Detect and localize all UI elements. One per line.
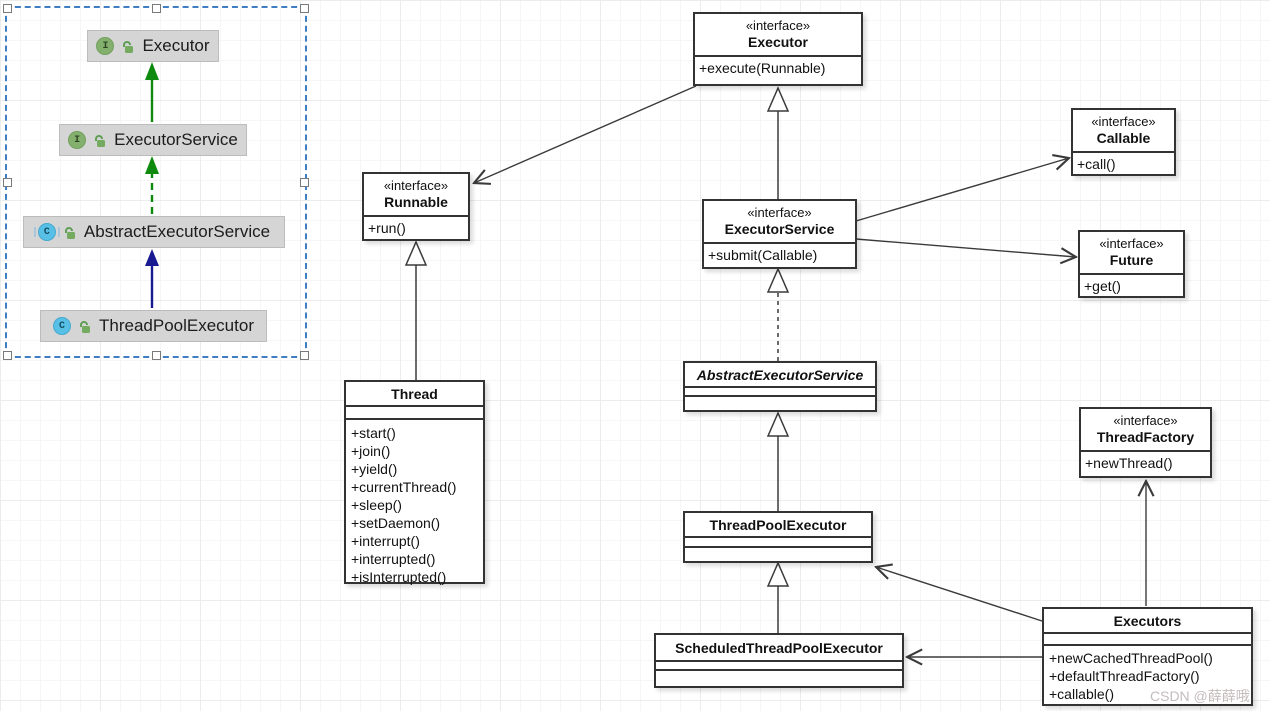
selection-handle[interactable] bbox=[3, 4, 12, 13]
interface-icon: I bbox=[96, 37, 115, 55]
edge-executors-to-threadpoolexecutor bbox=[876, 567, 1043, 622]
stereotype: «interface» bbox=[383, 178, 449, 193]
class-name: Thread bbox=[391, 386, 438, 402]
empty-compartment bbox=[685, 386, 875, 395]
ide-node-label: ExecutorService bbox=[114, 130, 238, 149]
uml-class-threadpoolexecutor[interactable]: ThreadPoolExecutor bbox=[683, 511, 873, 563]
uml-class-scheduledthreadpoolexecutor[interactable]: ScheduledThreadPoolExecutor bbox=[654, 633, 904, 688]
edge-executorservice-to-future bbox=[855, 238, 1076, 257]
uml-class-future[interactable]: «interface» Future +get() bbox=[1078, 230, 1185, 298]
method: +defaultThreadFactory() bbox=[1049, 668, 1200, 684]
empty-compartment bbox=[656, 669, 902, 678]
stereotype: «interface» bbox=[747, 205, 812, 220]
selection-handle[interactable] bbox=[152, 351, 161, 360]
method: +join() bbox=[351, 443, 391, 459]
method: +start() bbox=[351, 425, 396, 441]
empty-compartment bbox=[346, 405, 483, 418]
selection-handle[interactable] bbox=[152, 4, 161, 13]
ide-node-executor[interactable]: I Executor bbox=[87, 30, 219, 62]
uml-class-thread[interactable]: Thread +start() +join() +yield() +curren… bbox=[344, 380, 485, 585]
lock-icon bbox=[121, 39, 135, 53]
empty-compartment bbox=[685, 546, 871, 556]
uml-class-threadfactory[interactable]: «interface» ThreadFactory +newThread() bbox=[1079, 407, 1212, 478]
ide-node-label: AbstractExecutorService bbox=[83, 222, 271, 241]
selection-handle[interactable] bbox=[300, 4, 309, 13]
method: +submit(Callable) bbox=[704, 241, 855, 267]
uml-class-runnable[interactable]: «interface» Runnable +run() bbox=[362, 172, 470, 241]
class-name: ExecutorService bbox=[724, 221, 835, 238]
class-name: Callable bbox=[1096, 130, 1151, 147]
method: +interrupt() bbox=[351, 533, 420, 549]
method: +call() bbox=[1073, 150, 1174, 176]
lock-icon bbox=[78, 319, 92, 333]
lock-icon bbox=[63, 225, 77, 239]
uml-class-executorservice[interactable]: «interface» ExecutorService +submit(Call… bbox=[702, 199, 857, 269]
class-name: Runnable bbox=[384, 194, 448, 211]
edge-thread-to-runnable bbox=[404, 240, 428, 380]
stereotype: «interface» bbox=[1099, 236, 1164, 251]
edge-executorservice-to-callable bbox=[855, 158, 1069, 222]
method: +callable() bbox=[1049, 686, 1114, 702]
methods-compartment: +newCachedThreadPool() +defaultThreadFac… bbox=[1044, 644, 1251, 707]
class-name: Executor bbox=[748, 34, 808, 51]
method: +yield() bbox=[351, 461, 398, 477]
edge-executorservice-to-executor bbox=[766, 86, 790, 199]
selection-handle[interactable] bbox=[3, 178, 12, 187]
empty-compartment bbox=[685, 395, 875, 404]
uml-class-executors[interactable]: Executors +newCachedThreadPool() +defaul… bbox=[1042, 607, 1253, 706]
method: +sleep() bbox=[351, 497, 402, 513]
class-name: Executors bbox=[1113, 613, 1182, 629]
stereotype: «interface» bbox=[1113, 413, 1178, 428]
selection-rect[interactable] bbox=[3, 4, 309, 360]
empty-compartment bbox=[1044, 632, 1251, 644]
uml-class-abstractexecutorservice[interactable]: AbstractExecutorService bbox=[683, 361, 877, 412]
method: +execute(Runnable) bbox=[695, 54, 861, 80]
method: +newThread() bbox=[1081, 449, 1210, 475]
ide-node-label: ThreadPoolExecutor bbox=[99, 316, 254, 335]
edge-abstractexecutorservice-to-executorservice bbox=[766, 267, 790, 361]
class-name: ThreadFactory bbox=[1096, 429, 1195, 446]
csdn-watermark: CSDN @薛薛哦 bbox=[1150, 688, 1250, 704]
method: +get() bbox=[1080, 272, 1183, 298]
method: +interrupted() bbox=[351, 551, 436, 567]
edge-scheduledthreadpoolexecutor-to-threadpoolexecutor bbox=[766, 561, 790, 633]
methods-compartment: +start() +join() +yield() +currentThread… bbox=[346, 418, 483, 591]
edge-executor-to-runnable bbox=[474, 85, 697, 183]
edge-threadpoolexecutor-to-abstractexecutorservice bbox=[766, 411, 790, 511]
selection-handle[interactable] bbox=[300, 351, 309, 360]
stereotype: «interface» bbox=[745, 18, 811, 33]
method: +isInterrupted() bbox=[351, 569, 447, 585]
interface-icon: I bbox=[68, 131, 87, 149]
empty-compartment bbox=[656, 660, 902, 669]
abstract-class-icon: C bbox=[33, 223, 60, 241]
method: +newCachedThreadPool() bbox=[1049, 650, 1213, 666]
method: +currentThread() bbox=[351, 479, 457, 495]
stereotype: «interface» bbox=[1091, 114, 1156, 129]
method: +run() bbox=[364, 214, 468, 240]
ide-node-label: Executor bbox=[142, 36, 210, 55]
uml-class-callable[interactable]: «interface» Callable +call() bbox=[1071, 108, 1176, 176]
class-name: AbstractExecutorService bbox=[696, 367, 864, 383]
ide-node-abstractexecutorservice[interactable]: C AbstractExecutorService bbox=[23, 216, 285, 248]
selection-handle[interactable] bbox=[3, 351, 12, 360]
lock-icon bbox=[93, 133, 107, 147]
method: +setDaemon() bbox=[351, 515, 441, 531]
empty-compartment bbox=[685, 536, 871, 546]
ide-node-threadpoolexecutor[interactable]: C ThreadPoolExecutor bbox=[40, 310, 267, 342]
ide-node-executorservice[interactable]: I ExecutorService bbox=[59, 124, 247, 156]
class-icon: C bbox=[53, 317, 71, 335]
selection-handle[interactable] bbox=[300, 178, 309, 187]
class-name: ScheduledThreadPoolExecutor bbox=[675, 640, 883, 656]
uml-class-executor[interactable]: «interface» Executor +execute(Runnable) bbox=[693, 12, 863, 86]
class-name: Future bbox=[1109, 252, 1154, 269]
class-name: ThreadPoolExecutor bbox=[709, 517, 847, 533]
